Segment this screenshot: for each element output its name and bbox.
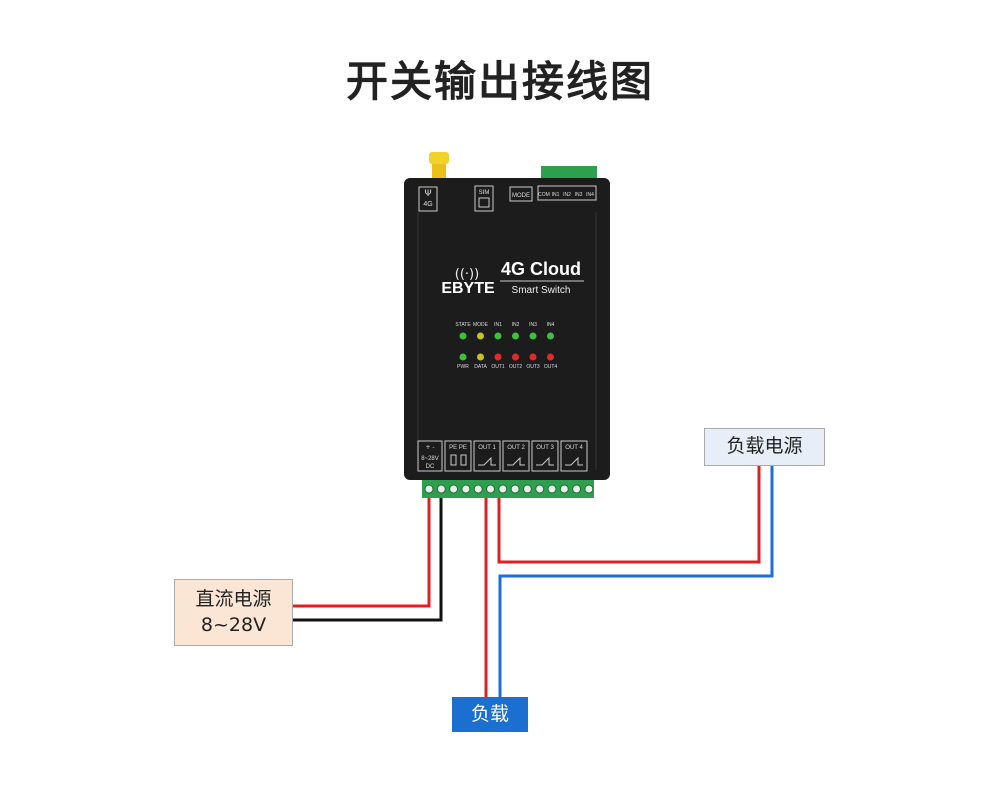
output-label-3: OUT 3 xyxy=(536,445,554,451)
output-label-1: OUT 1 xyxy=(478,445,496,451)
terminal-screw xyxy=(547,484,557,494)
load-power-box: 负载电源 xyxy=(704,428,825,466)
led-in4 xyxy=(547,332,554,340)
terminal-screw xyxy=(473,484,483,494)
terminal-screw xyxy=(510,484,520,494)
svg-text:8~28V: 8~28V xyxy=(421,456,439,462)
wire-out-to-loadpower xyxy=(497,466,761,564)
led-in1 xyxy=(494,332,502,340)
terminal-screw xyxy=(572,484,582,494)
page-title: 开关输出接线图 xyxy=(345,57,654,106)
svg-text:Ψ: Ψ xyxy=(424,189,431,199)
mode-label: MODE xyxy=(512,193,530,199)
led-state xyxy=(459,332,467,340)
led-label-out4: OUT4 xyxy=(544,364,558,370)
led-label-data: DATA xyxy=(474,364,487,370)
sim-slot-icon xyxy=(474,185,494,212)
led-pwr xyxy=(459,353,467,361)
led-label-state: STATE xyxy=(455,322,471,328)
antenna-icon xyxy=(418,186,438,212)
load-power-label: 负载电源 xyxy=(726,435,803,458)
top-terminal-in1: IN1 xyxy=(552,192,560,198)
led-label-in4: IN4 xyxy=(547,322,555,328)
led-label-out1: OUT1 xyxy=(491,364,505,370)
antenna-cap xyxy=(429,152,449,164)
terminal-screw xyxy=(522,484,532,494)
led-label-in1: IN1 xyxy=(494,322,502,328)
led-out1 xyxy=(494,353,502,361)
antenna-label: 4G xyxy=(423,201,432,208)
output-panel-1 xyxy=(473,440,501,472)
terminal-screw xyxy=(436,484,446,494)
psu-voltage: 8~28V xyxy=(200,613,267,636)
output-label-2: OUT 2 xyxy=(507,445,525,451)
top-terminal-in2: IN2 xyxy=(563,192,571,198)
top-terminal-com: COM xyxy=(538,192,550,198)
terminal-screw xyxy=(424,484,434,494)
svg-text:PE PE: PE PE xyxy=(449,445,467,451)
relay-symbol-icon xyxy=(536,456,554,466)
brand-logo: EBYTE xyxy=(441,280,495,297)
top-terminal-in4: IN4 xyxy=(586,192,594,198)
svg-text:+ -: + - xyxy=(425,444,434,451)
model-subtitle: Smart Switch xyxy=(512,285,571,296)
output-panels: OUT 1 OUT 2 OUT 3 OUT 4 xyxy=(473,440,588,472)
output-label-4: OUT 4 xyxy=(565,445,583,451)
wires xyxy=(293,466,774,697)
model-name: 4G Cloud xyxy=(501,259,581,279)
terminal-screw xyxy=(535,484,545,494)
led-in2 xyxy=(512,332,519,340)
terminal-screw xyxy=(461,484,471,494)
led-out4 xyxy=(547,353,554,361)
led-label-pwr: PWR xyxy=(457,364,469,370)
led-label-in2: IN2 xyxy=(512,322,520,328)
led-in3 xyxy=(529,332,537,340)
led-data xyxy=(477,353,484,361)
led-label-mode: MODE xyxy=(473,322,489,328)
antenna-connector xyxy=(432,160,446,180)
wire-return xyxy=(498,466,774,697)
bottom-terminal-block xyxy=(422,480,594,498)
terminal-screw xyxy=(498,484,508,494)
output-panel-2 xyxy=(502,440,530,472)
dc-power-supply-box: 直流电源 8~28V xyxy=(174,579,293,646)
led-mode xyxy=(477,332,484,340)
device-body xyxy=(404,178,610,480)
relay-symbol-icon xyxy=(478,456,496,466)
led-out3 xyxy=(529,353,537,361)
mode-button xyxy=(509,186,533,202)
terminal-screw xyxy=(486,484,495,494)
led-label-out3: OUT3 xyxy=(526,364,540,370)
relay-symbol-icon xyxy=(507,456,525,466)
terminal-screw xyxy=(559,484,569,494)
svg-text:DC: DC xyxy=(426,464,435,470)
output-panel-3 xyxy=(531,440,559,472)
sim-label: SIM xyxy=(479,190,490,196)
psu-label: 直流电源 xyxy=(195,587,272,610)
led-label-out2: OUT2 xyxy=(509,364,523,370)
svg-text:((·)): ((·)) xyxy=(455,267,479,282)
load-box: 负载 xyxy=(452,697,528,732)
pe-panel xyxy=(444,440,472,472)
led-label-in3: IN3 xyxy=(529,322,537,328)
terminal-screw xyxy=(584,484,594,494)
load-label: 负载 xyxy=(470,702,509,725)
output-panel-4 xyxy=(560,440,588,472)
led-out2 xyxy=(512,353,519,361)
terminal-screw xyxy=(449,484,459,494)
power-input-panel xyxy=(417,440,443,472)
wire-psu-positive xyxy=(293,498,431,608)
top-terminal-in3: IN3 xyxy=(575,192,583,198)
relay-symbol-icon xyxy=(565,456,583,466)
wire-psu-negative xyxy=(293,498,443,622)
